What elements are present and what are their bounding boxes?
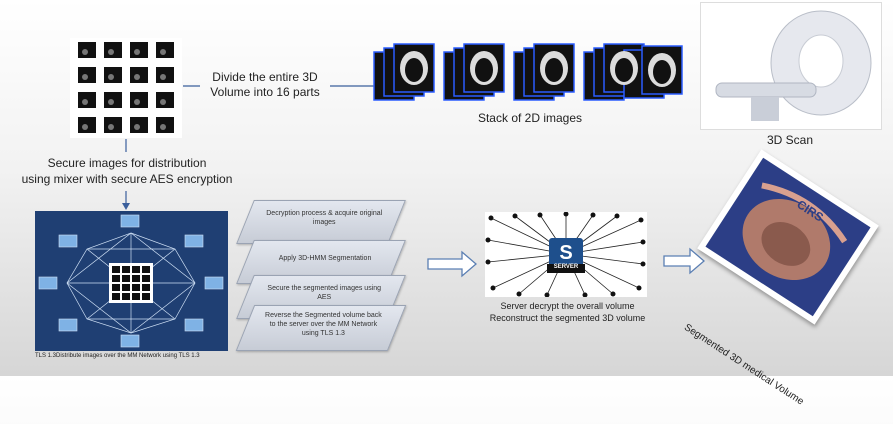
- server-caption: Server decrypt the overall volume Recons…: [489, 301, 646, 323]
- arrow-to-server: [427, 250, 477, 278]
- step-decryption-label: Decryption process & acquire original im…: [266, 210, 383, 226]
- mm-network-svg: [38, 214, 224, 348]
- ct-scanner-svg: [715, 10, 872, 121]
- segmented-volume-card: CIRS: [697, 149, 879, 325]
- network-caption: TLS 1.3Distribute images over the MM Net…: [35, 353, 200, 359]
- stack-label: Stack of 2D images: [477, 111, 583, 125]
- step-reverse-volume-label: Reverse the Segmented volume back to the…: [265, 312, 382, 337]
- step-secure-aes-label: Secure the segmented images using AES: [267, 285, 382, 301]
- volume-caption: Segmented 3D medical Volume: [682, 322, 806, 408]
- server-hub-svg: S: [485, 211, 646, 298]
- image-stack-svg: [373, 43, 683, 101]
- svg-text:S: S: [559, 242, 572, 264]
- arrow-to-volume: [663, 247, 705, 275]
- server-logo-label: SERVER: [553, 264, 579, 270]
- step-segmentation-label: Apply 3D-HMM Segmentation: [278, 255, 372, 262]
- step-reverse-volume: Reverse the Segmented volume back to the…: [235, 305, 407, 351]
- cube-grid-svg: [78, 42, 174, 133]
- server-hub: S SERVER: [485, 211, 647, 298]
- segmented-volume-svg: [705, 157, 871, 317]
- divide-label: Divide the entire 3D Volume into 16 part…: [210, 70, 320, 99]
- scan-label: 3D Scan: [766, 133, 814, 147]
- mm-network-diagram: [35, 211, 228, 351]
- cube-grid: [70, 38, 182, 138]
- secure-label: Secure images for distribution using mix…: [21, 156, 233, 186]
- step-decryption: Decryption process & acquire original im…: [236, 200, 406, 244]
- ct-scanner-image: [700, 2, 882, 130]
- image-stack: [372, 40, 687, 105]
